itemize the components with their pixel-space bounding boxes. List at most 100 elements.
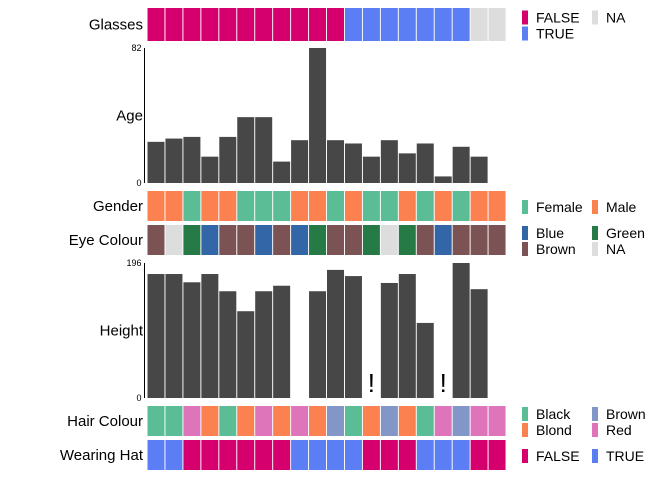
height-bar xyxy=(416,322,434,398)
gender-cell xyxy=(255,191,273,221)
age-bar xyxy=(380,140,398,183)
eye-colour-cell xyxy=(434,225,452,255)
age-bar xyxy=(327,140,344,183)
legend-label-wearing-hat-true: TRUE xyxy=(606,448,644,464)
legend-swatch-hair-colour-brown xyxy=(592,407,598,421)
glasses-cell xyxy=(488,8,506,41)
gender-cell xyxy=(362,191,380,221)
age-bar xyxy=(416,143,434,183)
glasses-cell xyxy=(219,8,237,41)
track-label-height: Height xyxy=(100,323,144,340)
glasses-cell xyxy=(273,8,291,41)
legend-swatch-wearing-hat-true xyxy=(592,449,598,463)
legend-label-hair-colour-black: Black xyxy=(536,406,571,422)
glasses-cell xyxy=(309,8,327,41)
glasses-cell xyxy=(183,8,201,41)
legend-swatch-hair-colour-black xyxy=(522,407,528,421)
age-bar xyxy=(309,48,327,183)
height-bar xyxy=(309,291,327,398)
legend-swatch-glasses-true xyxy=(522,26,528,41)
eye-colour-cell xyxy=(291,225,309,255)
legend-swatch-wearing-hat-false xyxy=(522,449,528,463)
gender-cell xyxy=(219,191,237,221)
height-bar xyxy=(380,282,398,398)
wearing-hat-cell xyxy=(380,440,398,470)
age-bar xyxy=(452,146,470,183)
wearing-hat-cell xyxy=(488,440,506,470)
eye-colour-cell xyxy=(470,225,488,255)
hair-colour-cell xyxy=(362,406,380,436)
wearing-hat-cell xyxy=(470,440,488,470)
legend-swatch-eye-colour-na xyxy=(592,242,598,256)
wearing-hat-cell xyxy=(327,440,344,470)
glasses-cell xyxy=(291,8,309,41)
glasses-cell xyxy=(147,8,165,41)
height-bar xyxy=(165,274,183,398)
hair-colour-cell xyxy=(327,406,344,436)
age-bar xyxy=(273,161,291,183)
gender-cell xyxy=(398,191,416,221)
height-bar xyxy=(255,291,273,398)
wearing-hat-cell xyxy=(291,440,309,470)
gender-cell xyxy=(380,191,398,221)
wearing-hat-cell xyxy=(255,440,273,470)
eye-colour-cell xyxy=(273,225,291,255)
gender-cell xyxy=(309,191,327,221)
legend-label-eye-colour-blue: Blue xyxy=(536,225,564,241)
eye-colour-cell xyxy=(237,225,255,255)
glasses-cell xyxy=(434,8,452,41)
hair-colour-cell xyxy=(237,406,255,436)
legend-swatch-eye-colour-green xyxy=(592,226,598,240)
track-label-hair-colour: Hair Colour xyxy=(67,413,143,430)
eye-colour-cell xyxy=(416,225,434,255)
age-bar xyxy=(165,138,183,183)
height-bar xyxy=(237,311,255,398)
gender-cell xyxy=(147,191,165,221)
hair-colour-cell xyxy=(273,406,291,436)
height-missing-mark: ! xyxy=(440,368,447,398)
hair-colour-cell xyxy=(488,406,506,436)
age-bar xyxy=(147,141,165,183)
track-label-glasses: Glasses xyxy=(89,17,143,34)
legend-swatch-glasses-false xyxy=(522,10,528,25)
wearing-hat-cell xyxy=(273,440,291,470)
gender-cell xyxy=(183,191,201,221)
height-bar xyxy=(273,285,291,398)
legend-label-gender-female: Female xyxy=(536,199,583,215)
wearing-hat-cell xyxy=(344,440,362,470)
age-axis-min: 0 xyxy=(136,178,141,188)
hair-colour-cell xyxy=(183,406,201,436)
wearing-hat-cell xyxy=(147,440,165,470)
hair-colour-cell xyxy=(165,406,183,436)
eye-colour-cell xyxy=(309,225,327,255)
legend-swatch-hair-colour-red xyxy=(592,423,598,437)
glasses-cell xyxy=(237,8,255,41)
wearing-hat-cell xyxy=(165,440,183,470)
hair-colour-cell xyxy=(309,406,327,436)
eye-colour-cell xyxy=(165,225,183,255)
wearing-hat-cell xyxy=(416,440,434,470)
hair-colour-cell xyxy=(416,406,434,436)
glasses-cell xyxy=(201,8,219,41)
height-bar xyxy=(398,274,416,398)
eye-colour-cell xyxy=(201,225,219,255)
gender-cell xyxy=(452,191,470,221)
gender-cell xyxy=(165,191,183,221)
track-label-eye-colour: Eye Colour xyxy=(69,232,143,249)
height-bar xyxy=(344,276,362,398)
gender-cell xyxy=(273,191,291,221)
height-bar xyxy=(219,291,237,398)
glasses-cell xyxy=(416,8,434,41)
track-label-gender: Gender xyxy=(93,198,143,215)
glasses-cell xyxy=(380,8,398,41)
eye-colour-cell xyxy=(398,225,416,255)
legend-label-wearing-hat-false: FALSE xyxy=(536,448,580,464)
legend-label-eye-colour-na: NA xyxy=(606,241,626,257)
legend-label-glasses-true: TRUE xyxy=(536,26,574,42)
glasses-cell xyxy=(398,8,416,41)
age-bar xyxy=(201,156,219,183)
gender-cell xyxy=(237,191,255,221)
hair-colour-cell xyxy=(147,406,165,436)
age-bar xyxy=(237,117,255,183)
age-bar xyxy=(398,153,416,183)
